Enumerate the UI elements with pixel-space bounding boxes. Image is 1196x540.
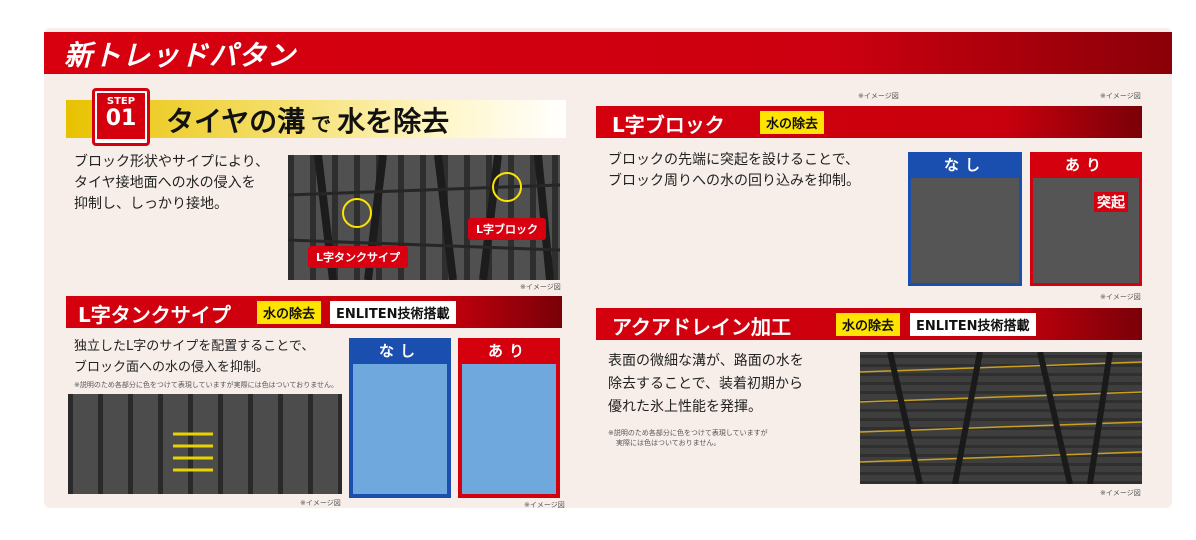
aqua-body-line: 除去することで、装着初期から <box>608 376 804 392</box>
top-note: ※イメージ図 <box>1100 92 1141 100</box>
l-block-body: ブロックの先端に突起を設けることで、 ブロック周りへの水の回り込みを抑制。 <box>608 150 908 192</box>
step-title-part1: タイヤの溝 <box>166 105 306 138</box>
l-sipe-compare-none: なし <box>349 338 451 498</box>
aqua-body: 表面の微細な溝が、路面の水を 除去することで、装着初期から 優れた氷上性能を発揮… <box>608 350 858 419</box>
image-note: ※イメージ図 <box>1100 293 1141 301</box>
compare-with-label: あり <box>487 342 530 360</box>
aqua-body-line: 優れた氷上性能を発揮。 <box>608 399 762 415</box>
aqua-body-line: 表面の微細な溝が、路面の水を <box>608 353 804 369</box>
step-body-line: ブロック形状やサイプにより、 <box>74 154 270 170</box>
compare-with-label: あり <box>1064 156 1107 174</box>
compare-none-illustration <box>911 178 1019 283</box>
step-title: タイヤの溝で水を除去 <box>166 100 449 140</box>
l-block-body-line: ブロック周りへの水の回り込みを抑制。 <box>608 173 860 189</box>
step-body-line: タイヤ接地面への水の侵入を <box>74 175 256 191</box>
l-block-header-bar <box>596 106 1142 138</box>
l-sipe-body-line: ブロック面への水の侵入を抑制。 <box>74 360 270 375</box>
step-label: STEP <box>106 96 136 107</box>
aqua-drain-image <box>860 352 1142 484</box>
l-block-compare-none: なし <box>908 152 1022 286</box>
l-block-body-line: ブロックの先端に突起を設けることで、 <box>608 152 860 168</box>
aqua-note-line: ※説明のため各部分に色をつけて表現していますが <box>608 429 768 437</box>
l-sipe-yellow-marks <box>173 432 213 472</box>
l-block-compare-with: あり <box>1030 152 1142 286</box>
tag-water-removal: 水の除去 <box>760 111 825 134</box>
aqua-note: ※説明のため各部分に色をつけて表現していますが 実際には色はついておりません。 <box>608 428 848 448</box>
step-body: ブロック形状やサイプにより、 タイヤ接地面への水の侵入を 抑制し、しっかり接地。 <box>74 152 284 215</box>
image-note: ※イメージ図 <box>300 499 341 507</box>
main-title: 新トレッドパタン <box>64 39 297 72</box>
aqua-title: アクアドレイン加工 <box>612 315 791 339</box>
tag-water-removal: 水の除去 <box>836 313 901 336</box>
compare-none-illustration <box>353 364 447 494</box>
l-sipe-note: ※説明のため各部分に色をつけて表現していますが実際には色はついておりません。 <box>74 381 339 389</box>
l-block-title: L字ブロック <box>612 113 725 137</box>
l-sipe-compare-with: あり <box>458 338 560 498</box>
top-note: ※イメージ図 <box>858 92 899 100</box>
compare-none-label: なし <box>349 338 451 364</box>
image-note: ※イメージ図 <box>1100 489 1141 497</box>
image-note: ※イメージ図 <box>524 501 565 509</box>
image-note: ※イメージ図 <box>520 283 561 291</box>
compare-with-illustration <box>462 364 556 494</box>
l-sipe-body: 独立したL字のサイプを配置することで、 ブロック面への水の侵入を抑制。 <box>74 336 354 378</box>
callout-l-block: L字ブロック <box>468 218 547 240</box>
tag-enliten: ENLITEN技術搭載 <box>330 301 456 324</box>
aqua-note-line: 実際には色はついておりません。 <box>616 439 721 447</box>
protrusion-label: 突起 <box>1094 192 1128 212</box>
step-title-part3: 水を除去 <box>337 105 450 138</box>
l-sipe-tread-image <box>68 394 342 494</box>
compare-none-label: なし <box>943 156 986 174</box>
step-badge: STEP 01 <box>92 88 150 146</box>
block-highlight-circle <box>492 172 522 202</box>
aqua-gold-lines <box>860 352 1142 484</box>
tag-enliten: ENLITEN技術搭載 <box>910 313 1036 336</box>
step-title-part2: で <box>311 112 332 136</box>
tag-water-removal: 水の除去 <box>257 301 322 324</box>
l-sipe-title: L字タンクサイプ <box>78 303 231 327</box>
callout-l-tank-sipe: L字タンクサイプ <box>308 246 409 268</box>
main-header-banner <box>44 32 1172 74</box>
step-body-line: 抑制し、しっかり接地。 <box>74 196 228 212</box>
l-sipe-body-line: 独立したL字のサイプを配置することで、 <box>74 339 315 354</box>
step-number: 01 <box>105 106 137 131</box>
sipe-highlight-circle <box>342 198 372 228</box>
